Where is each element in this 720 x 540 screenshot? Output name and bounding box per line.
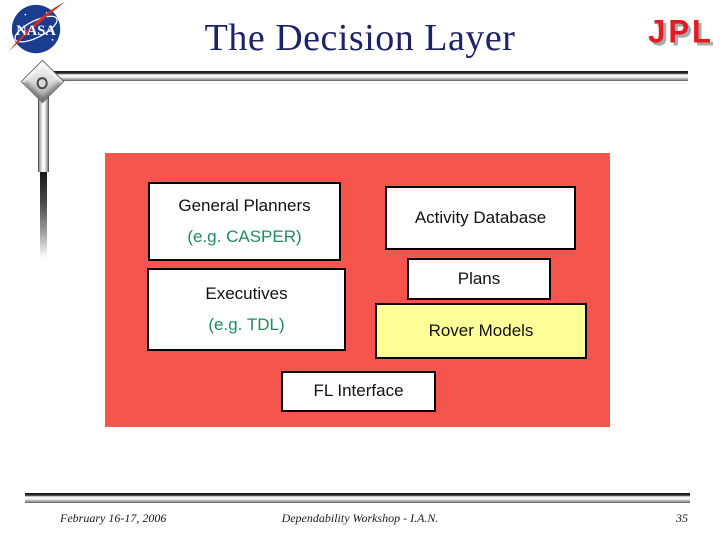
diamond-ring-icon	[36, 77, 48, 90]
box-general-planners-subtitle: (e.g. CASPER)	[187, 226, 302, 246]
vertical-rule	[38, 94, 49, 172]
box-general-planners-title: General Planners	[178, 195, 311, 215]
jpl-logo-icon: JPL	[648, 13, 714, 50]
box-rover-models: Rover Models	[375, 303, 587, 359]
footer-date: February 16-17, 2006	[60, 511, 167, 525]
box-executives-title: Executives	[205, 283, 288, 303]
box-plans-title: Plans	[457, 268, 501, 288]
diamond-ornament	[20, 59, 65, 104]
box-executives: Executives (e.g. TDL)	[147, 268, 346, 351]
footer-rule	[25, 493, 690, 503]
page-title: The Decision Layer	[204, 17, 516, 59]
box-fl-interface: FL Interface	[281, 371, 436, 412]
header-rule	[42, 71, 688, 81]
box-general-planners: General Planners (e.g. CASPER)	[148, 182, 341, 261]
vertical-rule-fade	[40, 172, 47, 258]
nasa-logo-icon: NASA	[8, 0, 66, 62]
box-fl-interface-title: FL Interface	[313, 381, 404, 401]
nasa-logo-text: NASA	[16, 23, 56, 39]
footer-workshop-title: Dependability Workshop - I.A.N.	[281, 511, 439, 525]
box-activity-database-title: Activity Database	[414, 207, 547, 227]
box-activity-database: Activity Database	[385, 186, 576, 250]
footer-page-number: 35	[676, 511, 688, 525]
box-rover-models-title: Rover Models	[428, 320, 534, 340]
box-plans: Plans	[407, 258, 551, 300]
nasa-meatball-icon: NASA	[8, 2, 66, 54]
box-executives-subtitle: (e.g. TDL)	[208, 314, 285, 334]
